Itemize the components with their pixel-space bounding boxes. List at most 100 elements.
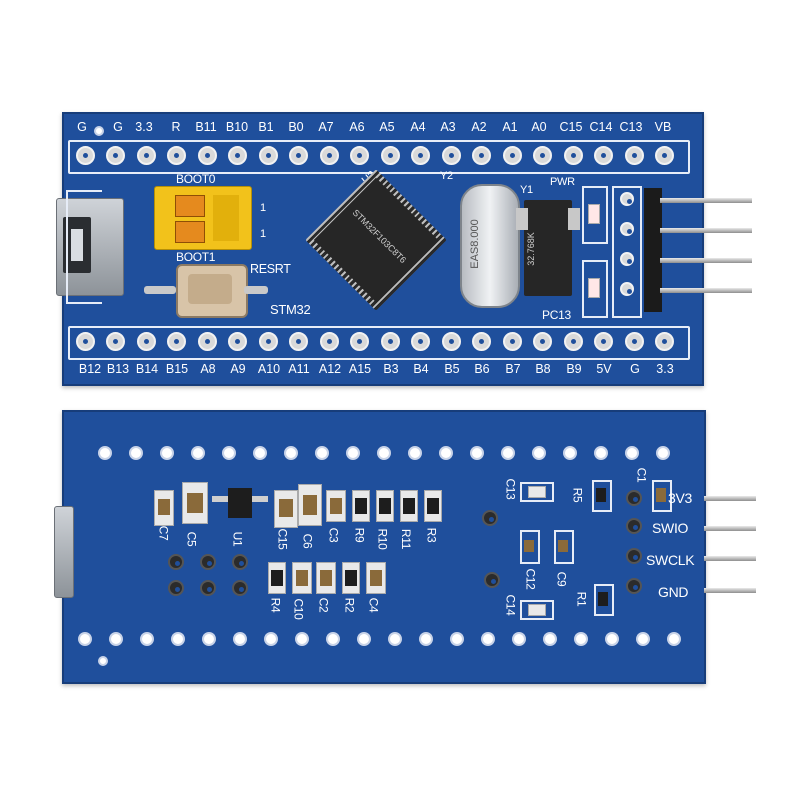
pwr-led-outline <box>582 186 608 244</box>
c7-label: C7 <box>156 525 171 541</box>
pin-label: A12 <box>318 362 342 376</box>
through-hole <box>501 446 515 460</box>
c3-label: C3 <box>326 527 341 543</box>
pin-label: B7 <box>505 362 521 376</box>
through-hole <box>171 632 185 646</box>
pin-label: A6 <box>349 120 365 134</box>
pin-pad <box>76 332 95 351</box>
pin-label: 5V <box>596 362 612 376</box>
pin-pad <box>655 146 674 165</box>
c7-capacitor <box>154 490 174 526</box>
through-hole <box>656 446 670 460</box>
r4-resistor <box>268 562 286 594</box>
via <box>484 572 500 588</box>
boot1-label: BOOT1 <box>176 250 216 264</box>
pin-pad <box>625 146 644 165</box>
c12-label: C12 <box>523 568 538 590</box>
boot-jumper-block[interactable] <box>154 186 252 250</box>
via <box>200 580 216 596</box>
c5-label: C5 <box>184 531 199 547</box>
through-hole <box>78 632 92 646</box>
r1-label: R1 <box>574 591 589 607</box>
pcb-top-side: G G 3.3 R B11 B10 B1 B0 A7 A6 A5 A4 A3 A… <box>56 112 752 386</box>
pin-label: A8 <box>200 362 216 376</box>
stm32-silkscreen: STM32 <box>270 302 311 317</box>
top-pin-header <box>68 140 690 174</box>
gnd-label: GND <box>658 584 689 600</box>
boot1-jumper-cap[interactable] <box>175 221 205 243</box>
boot0-jumper-cap[interactable] <box>175 195 205 217</box>
r3-resistor <box>424 490 442 522</box>
pin-pad <box>106 146 125 165</box>
through-hole <box>264 632 278 646</box>
through-hole <box>481 632 495 646</box>
swio-pad <box>626 518 642 534</box>
pin-label: C13 <box>619 120 643 134</box>
c2-label: C2 <box>316 597 331 613</box>
through-hole <box>140 632 154 646</box>
via <box>168 580 184 596</box>
pin-label: VB <box>654 120 672 134</box>
pin-pad <box>503 332 522 351</box>
pin-label: B3 <box>383 362 399 376</box>
y2-label: Y2 <box>440 170 453 182</box>
pwr-led-label: PWR <box>550 176 575 188</box>
swd-pin <box>704 588 756 593</box>
mounting-hole <box>98 656 108 666</box>
pin-pad <box>167 146 186 165</box>
c5-capacitor <box>182 482 208 524</box>
pin-label: B9 <box>566 362 582 376</box>
pcb-bottom-side: C7 C5 U1 C15 C6 C3 R9 R10 R11 R3 R4 C10 … <box>54 410 756 684</box>
pin-label: B0 <box>288 120 304 134</box>
stm32-mcu-chip: STM32F103C8T6 <box>305 169 447 311</box>
through-hole <box>512 632 526 646</box>
micro-usb-connector-side <box>54 506 74 598</box>
pin-pad <box>564 146 583 165</box>
through-hole <box>605 632 619 646</box>
boot0-one-label: 1 <box>260 202 266 214</box>
through-hole <box>222 446 236 460</box>
pin-label: B1 <box>258 120 274 134</box>
3v3-label: 3V3 <box>668 490 693 506</box>
r11-resistor <box>400 490 418 522</box>
swd-header-silkscreen <box>612 186 642 318</box>
pin-label: C15 <box>559 120 583 134</box>
pc13-led-outline <box>582 260 608 318</box>
r5-label: R5 <box>570 487 585 503</box>
pin-pad <box>620 252 634 266</box>
via <box>200 554 216 570</box>
through-hole <box>284 446 298 460</box>
through-hole <box>253 446 267 460</box>
pin-pad <box>289 146 308 165</box>
reset-button[interactable] <box>176 264 248 318</box>
pin-pad <box>533 332 552 351</box>
pin-pad <box>594 146 613 165</box>
boot0-label: BOOT0 <box>176 172 216 186</box>
pin-pad <box>198 332 217 351</box>
r11-label: R11 <box>399 528 414 550</box>
pc13-led <box>588 278 600 298</box>
pin-pad <box>620 282 634 296</box>
through-hole <box>109 632 123 646</box>
r2-label: R2 <box>342 597 357 613</box>
through-hole <box>450 632 464 646</box>
pin-pad <box>350 332 369 351</box>
through-hole <box>202 632 216 646</box>
r5-outline <box>592 480 612 512</box>
swclk-label: SWCLK <box>646 552 695 568</box>
r9-resistor <box>352 490 370 522</box>
c13-outline <box>520 482 554 502</box>
r10-resistor <box>376 490 394 522</box>
swd-pin <box>704 496 756 501</box>
through-hole <box>470 446 484 460</box>
through-hole <box>295 632 309 646</box>
pin-pad <box>594 332 613 351</box>
pin-pad <box>259 332 278 351</box>
8mhz-crystal: EAS8.000 <box>460 184 520 308</box>
u1-label: U1 <box>230 531 245 547</box>
usb-silkscreen <box>66 190 102 304</box>
pin-pad <box>381 146 400 165</box>
c14-label: C14 <box>503 594 518 616</box>
pin-pad <box>381 332 400 351</box>
through-hole <box>625 446 639 460</box>
